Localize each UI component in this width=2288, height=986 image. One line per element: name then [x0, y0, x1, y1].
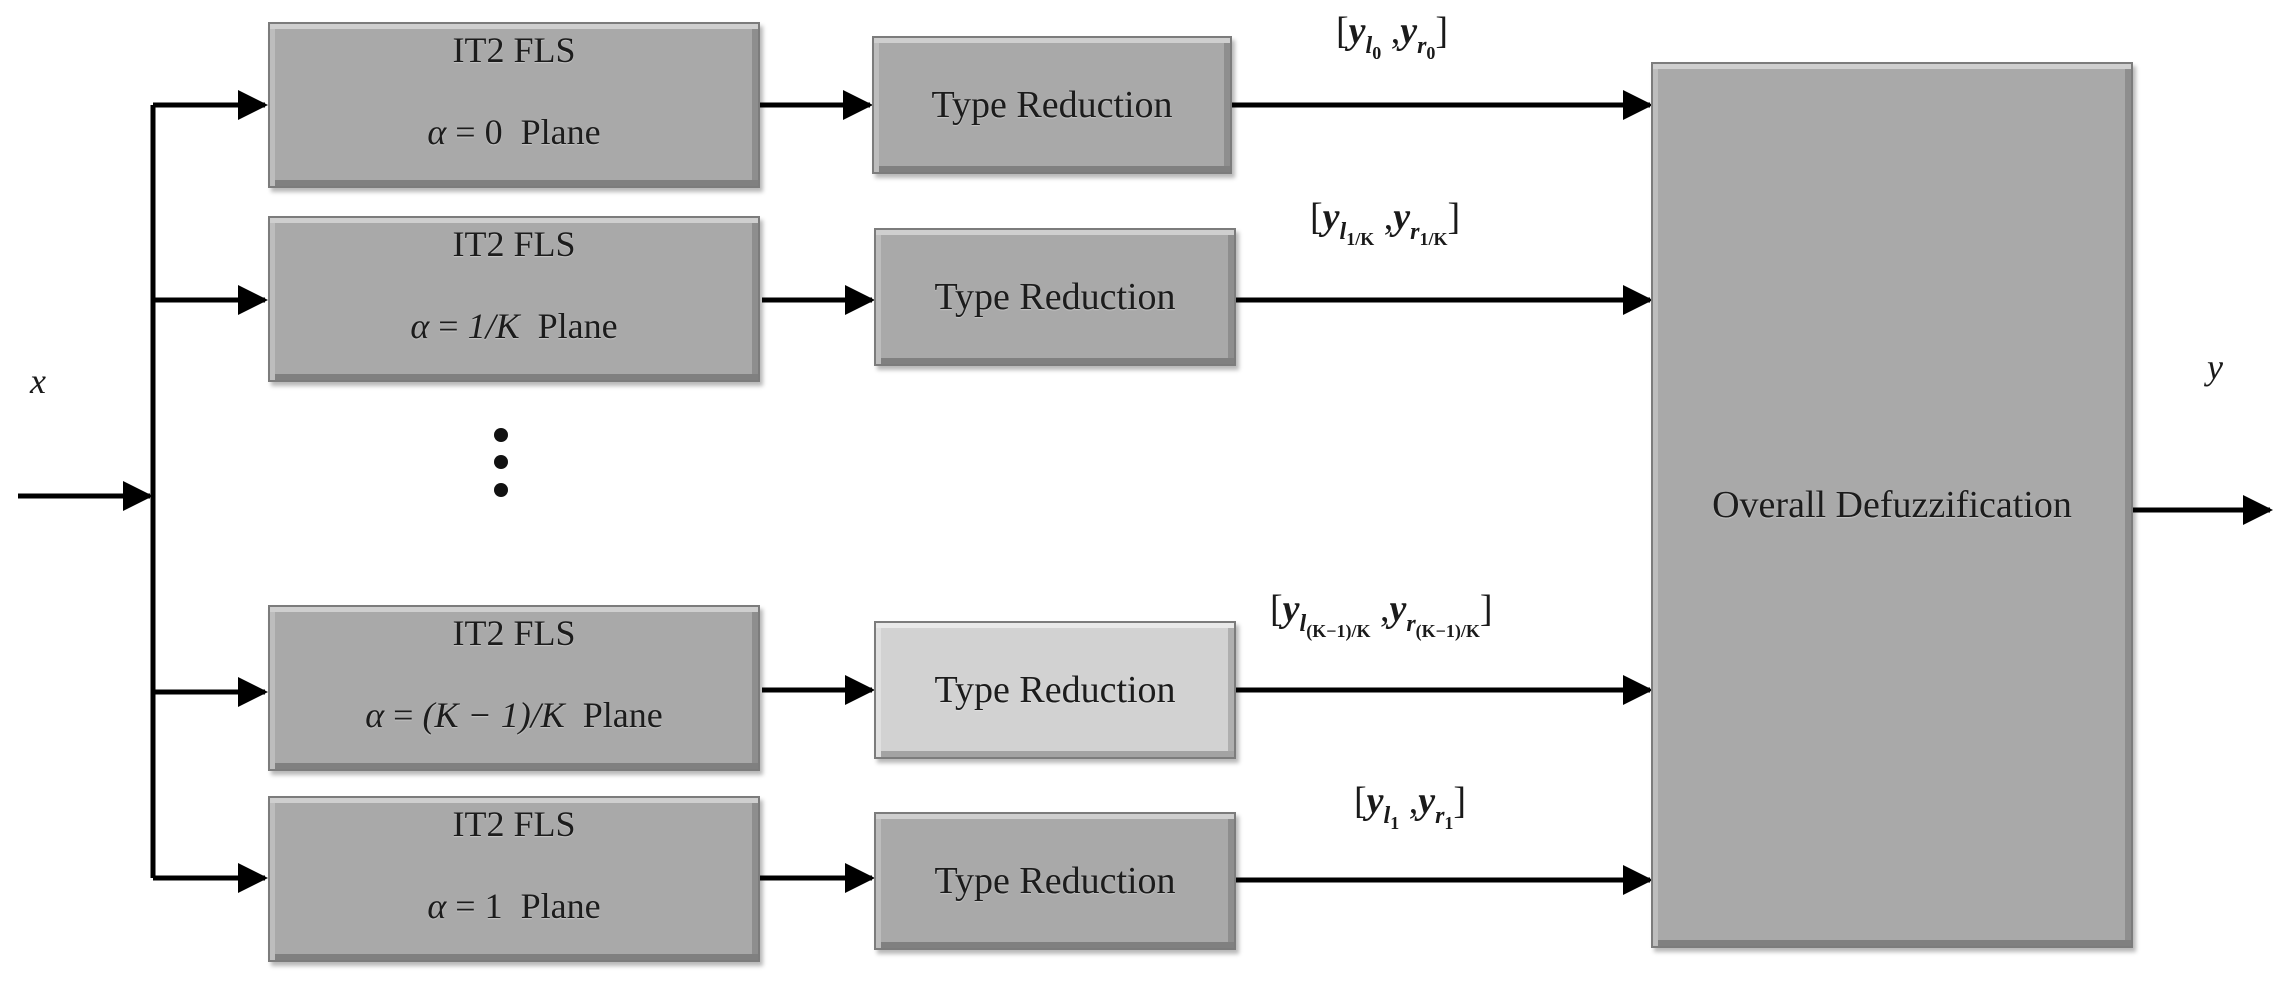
it2-fls-block-alpha-1k: IT2 FLS α = 1/K Plane [268, 216, 760, 382]
fls-alpha-plane-label: α = 1/K Plane [410, 306, 618, 346]
fls-title: IT2 FLS [452, 30, 576, 70]
ellipsis-dot [494, 428, 508, 442]
ellipsis-dot [494, 483, 508, 497]
type-reduction-block-1: Type Reduction [874, 812, 1236, 950]
fls-title: IT2 FLS [452, 224, 576, 264]
input-label: x [30, 361, 46, 401]
it2-fls-block-alpha-k1k: IT2 FLS α = (K − 1)/K Plane [268, 605, 760, 771]
ellipsis-dot [494, 455, 508, 469]
it2-fls-block-alpha-1: IT2 FLS α = 1 Plane [268, 796, 760, 962]
interval-label-1k: [yl1/K ,yr1/K] [1310, 196, 1461, 249]
overall-defuzzification-block: Overall Defuzzification [1651, 62, 2133, 948]
type-reduction-block-1k: Type Reduction [874, 228, 1236, 366]
fls-alpha-plane-label: α = (K − 1)/K Plane [365, 695, 663, 735]
interval-label-1: [yl1 ,yr1] [1354, 780, 1467, 833]
type-reduction-block-0: Type Reduction [872, 36, 1232, 174]
fls-alpha-plane-label: α = 0 Plane [427, 112, 601, 152]
type-reduction-block-k1k: Type Reduction [874, 621, 1236, 759]
fls-alpha-plane-label: α = 1 Plane [427, 886, 601, 926]
fls-title: IT2 FLS [452, 804, 576, 844]
interval-label-k1k: [yl(K−1)/K ,yr(K−1)/K] [1270, 588, 1493, 641]
interval-label-0: [yl0 ,yr0] [1336, 10, 1449, 63]
it2-fls-block-alpha-0: IT2 FLS α = 0 Plane [268, 22, 760, 188]
fls-title: IT2 FLS [452, 613, 576, 653]
output-label: y [2207, 347, 2223, 387]
